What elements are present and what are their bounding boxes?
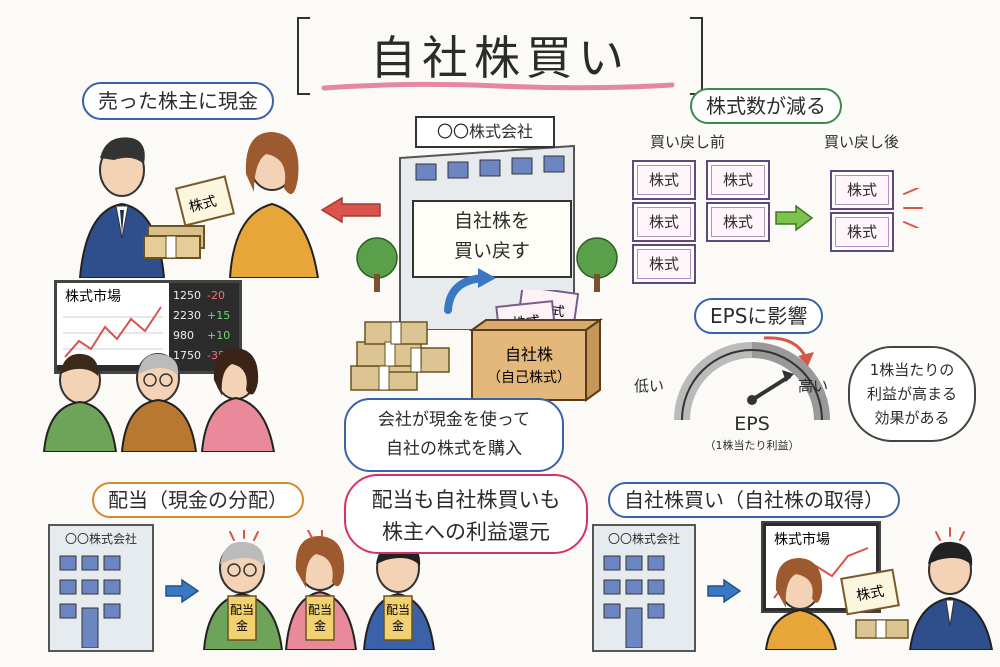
- buyback-explanation-bubble: 会社が現金を使って 自社の株式を購入: [344, 398, 564, 472]
- buyback-explanation-line1: 会社が現金を使って: [377, 410, 531, 430]
- eps-impact-label: EPSに影響: [710, 304, 808, 328]
- eps-low-label: 低い: [634, 377, 665, 395]
- treasury-stock-box: 株式 株式 自社株 （自己株式）: [468, 290, 604, 402]
- buyback-acquisition-bubble: 自社株買い（自社株の取得）: [608, 482, 900, 518]
- share-certificate-after: 株式: [830, 212, 894, 252]
- eps-effect-line1: 1株当たりの: [869, 361, 955, 379]
- company-name-sign: 〇〇株式会社: [415, 116, 555, 148]
- svg-text:配当: 配当: [308, 603, 332, 617]
- dividend-label: 配当（現金の分配）: [108, 488, 288, 512]
- investor-elder-icon: [120, 353, 198, 452]
- svg-text:金: 金: [314, 618, 326, 633]
- certificate-icon: 株式: [174, 175, 236, 227]
- title-underline: [321, 81, 675, 91]
- after-label: 買い戻し後: [824, 133, 900, 151]
- svg-text:自社株: 自社株: [505, 345, 553, 364]
- reduction-arrow-icon: [775, 204, 814, 232]
- svg-text:1250: 1250: [173, 289, 201, 302]
- svg-text:+10: +10: [207, 329, 230, 342]
- dividend-arrow-icon: [165, 578, 200, 604]
- shareholder-return-line1: 配当も自社株買いも: [371, 488, 561, 512]
- svg-text:配当: 配当: [230, 603, 254, 617]
- dividend-shareholders: 配当 金 配当 金 配当 金: [202, 530, 436, 650]
- tree-left-icon: [356, 237, 398, 292]
- cash-to-seller-bubble: 売った株主に現金: [82, 82, 274, 120]
- market-sign: 株式市場: [65, 288, 121, 305]
- dividend-envelope-icon: 配当 金 配当 金 配当 金: [227, 595, 413, 641]
- investor-boy-icon: [42, 353, 118, 452]
- buyback-market-sign: 株式市場: [774, 531, 830, 548]
- buyback-businessman-icon: [908, 541, 994, 650]
- dividend-company-name: 〇〇株式会社: [64, 532, 137, 546]
- tree-right-icon: [576, 237, 618, 292]
- buyback-explanation-line2: 自社の株式を購入: [386, 439, 522, 459]
- cash-bundle-icon: [143, 225, 205, 259]
- shareholder-return-bubble: 配当も自社株買いも 株主への利益還元: [344, 474, 588, 554]
- businesswoman-icon: [228, 132, 320, 278]
- eps-effect-line2: 利益が高まる: [866, 385, 957, 403]
- share-certificate-before: 株式: [706, 160, 770, 200]
- buyback-panel-line2: 買い戻す: [453, 240, 530, 262]
- svg-text:金: 金: [392, 618, 404, 633]
- svg-text:（自己株式）: （自己株式）: [487, 370, 571, 386]
- share-certificate-before: 株式: [632, 160, 696, 200]
- share-certificate-after: 株式: [830, 170, 894, 210]
- shareholder-return-line2: 株主への利益還元: [382, 520, 550, 544]
- investor-woman-icon: [200, 348, 276, 452]
- dividend-building-windows: [59, 555, 121, 648]
- share-count-label: 株式数が減る: [706, 94, 826, 118]
- seller-scene: 株式: [78, 132, 320, 278]
- svg-text:配当: 配当: [386, 603, 410, 617]
- svg-text:980: 980: [173, 329, 194, 342]
- businessman-icon: [78, 137, 166, 278]
- buyback-woman-icon: [764, 558, 838, 650]
- investors-group: [42, 348, 276, 452]
- svg-text:-20: -20: [207, 289, 225, 302]
- buyback-company-name: 〇〇株式会社: [607, 532, 680, 546]
- cash-flow-arrow-icon: [320, 196, 381, 224]
- share-certificate-before: 株式: [632, 202, 696, 242]
- buyback-panel-line1: 自社株を: [453, 210, 530, 232]
- buyback-acquisition-label: 自社株買い（自社株の取得）: [624, 488, 884, 512]
- buyback-cash-icon: [855, 619, 909, 639]
- stock-market-display: 株式市場 1250 -20 2230 +15 980 +10 1750 -35: [57, 283, 230, 365]
- eps-high-label: 高い: [798, 377, 829, 395]
- share-certificate-before: 株式: [706, 202, 770, 242]
- svg-text:金: 金: [236, 618, 248, 633]
- buyback-arrow-icon: [444, 268, 496, 314]
- eps-gauge-label: EPS: [734, 413, 770, 435]
- svg-text:1750: 1750: [173, 349, 201, 362]
- buyback-transaction-scene: 株式市場 株式: [761, 521, 994, 650]
- eps-impact-bubble: EPSに影響: [694, 298, 824, 334]
- page-title: 自社株買い: [370, 31, 630, 85]
- buyback-certificate-icon: 株式: [840, 568, 900, 616]
- emphasis-marks-icon: [903, 188, 923, 228]
- svg-text:2230: 2230: [173, 309, 201, 322]
- svg-text:株式: 株式: [855, 584, 885, 605]
- cash-stack-icon: [350, 321, 450, 391]
- share-count-bubble: 株式数が減る: [690, 88, 842, 124]
- before-label: 買い戻し前: [650, 133, 726, 151]
- eps-effect-line3: 効果がある: [874, 409, 950, 427]
- cash-to-seller-label: 売った株主に現金: [98, 89, 258, 113]
- share-certificate-before: 株式: [632, 244, 696, 284]
- svg-text:+15: +15: [207, 309, 230, 322]
- buyback-flow-arrow-icon: [707, 578, 742, 604]
- buyback-building-windows: [603, 555, 665, 648]
- dividend-bubble: 配当（現金の分配）: [92, 482, 304, 518]
- stock-ticker: 1250 -20 2230 +15 980 +10 1750 -35: [173, 289, 230, 362]
- eps-gauge: [674, 342, 830, 420]
- eps-effect-bubble: 1株当たりの 利益が高まる 効果がある: [848, 346, 976, 442]
- eps-gauge-sublabel: （1株当たり利益）: [704, 439, 800, 452]
- svg-text:株式: 株式: [187, 193, 218, 215]
- eps-increase-arrow-icon: [763, 336, 814, 366]
